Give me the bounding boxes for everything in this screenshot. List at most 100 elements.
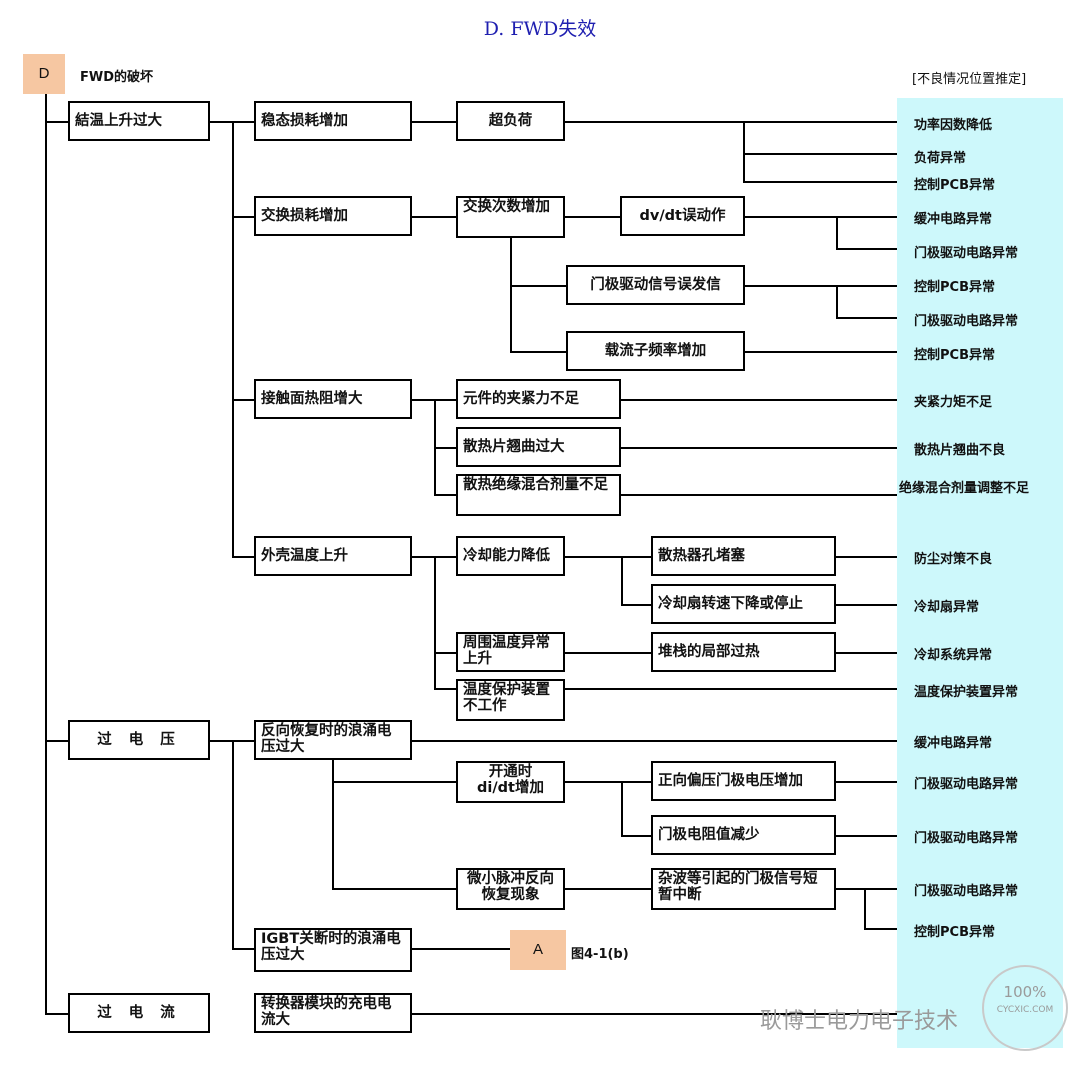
connector xyxy=(836,604,897,606)
box-gate-resistance-decrease: 门极电阻值减少 xyxy=(651,815,836,855)
box-compound-insufficient: 散热绝缘混合剂量不足 xyxy=(456,474,621,516)
result-item: 缓冲电路异常 xyxy=(914,212,993,227)
connector xyxy=(836,556,897,558)
connector xyxy=(836,888,897,890)
figure-ref-caption: 图4-1(b) xyxy=(571,947,629,962)
right-heading: [不良情况位置推定] xyxy=(912,72,1027,87)
box-clamp-force-insufficient: 元件的夹紧力不足 xyxy=(456,379,621,419)
connector xyxy=(434,652,456,654)
box-ambient-temp-abnormal: 周围温度异常上升 xyxy=(456,632,565,672)
connector xyxy=(565,556,651,558)
connector xyxy=(565,121,897,123)
connector xyxy=(743,121,745,183)
connector xyxy=(232,121,234,558)
connector xyxy=(621,556,623,606)
box-micro-pulse-recovery: 微小脉冲反向恢复现象 xyxy=(456,868,565,910)
watermark-logo: 100% CYCXIC.COM xyxy=(982,965,1068,1051)
result-item: 防尘对策不良 xyxy=(914,552,993,567)
connector xyxy=(332,781,456,783)
connector xyxy=(836,248,897,250)
connector xyxy=(621,399,897,401)
box-dvdt-misfire: dv/dt误动作 xyxy=(620,196,745,236)
page-title: D. FWD失效 xyxy=(483,18,597,40)
box-steady-loss: 稳态损耗增加 xyxy=(254,101,412,141)
connector xyxy=(836,652,897,654)
box-overcurrent: 过 电 流 xyxy=(68,993,210,1033)
result-item: 绝缘混合剂量调整不足 xyxy=(899,481,1030,496)
connector xyxy=(434,447,456,449)
connector xyxy=(864,888,866,930)
result-item: 门极驱动电路异常 xyxy=(914,777,1019,792)
connector xyxy=(864,928,897,930)
box-contact-thermal-resistance: 接触面热阻增大 xyxy=(254,379,412,419)
connector xyxy=(745,216,897,218)
result-item: 夹紧力矩不足 xyxy=(914,395,993,410)
box-case-temp-rise: 外壳温度上升 xyxy=(254,536,412,576)
connector xyxy=(621,604,651,606)
connector xyxy=(745,351,897,353)
watermark-logo-site: CYCXIC.COM xyxy=(996,1005,1054,1015)
connector xyxy=(332,888,456,890)
result-item: 控制PCB异常 xyxy=(914,280,995,295)
box-forward-bias-gate-voltage: 正向偏压门极电压增加 xyxy=(651,761,836,801)
connector xyxy=(434,556,436,690)
result-panel xyxy=(897,98,1063,1048)
connector xyxy=(434,688,456,690)
box-heatsink-clogged: 散热器孔堵塞 xyxy=(651,536,836,576)
box-overload: 超负荷 xyxy=(456,101,565,141)
watermark-logo-number: 100% xyxy=(1003,983,1047,1001)
connector xyxy=(232,948,254,950)
box-switching-count-increase: 交换次数增加 xyxy=(456,196,565,238)
box-reverse-recovery-surge: 反向恢复时的浪涌电压过大 xyxy=(254,720,412,760)
connector xyxy=(621,781,623,837)
tag-a: A xyxy=(510,930,566,970)
connector xyxy=(621,835,651,837)
result-item: 功率因数降低 xyxy=(914,118,993,133)
result-item: 温度保护装置异常 xyxy=(914,685,1019,700)
result-item: 缓冲电路异常 xyxy=(914,736,993,751)
result-item: 冷却扇异常 xyxy=(914,600,980,615)
box-heatsink-warp: 散热片翘曲过大 xyxy=(456,427,621,467)
result-item: 控制PCB异常 xyxy=(914,925,995,940)
watermark-text: 耿博士电力电子技术 xyxy=(760,1009,959,1034)
connector xyxy=(836,781,897,783)
result-item: 散热片翘曲不良 xyxy=(914,443,1006,458)
box-converter-charge-current: 转换器模块的充电电流大 xyxy=(254,993,412,1033)
connector xyxy=(232,399,254,401)
connector xyxy=(565,781,651,783)
tag-d: D xyxy=(23,54,65,94)
connector xyxy=(565,652,651,654)
connector xyxy=(434,494,456,496)
box-noise-gate-interrupt: 杂波等引起的门极信号短暂中断 xyxy=(651,868,836,910)
result-item: 冷却系统异常 xyxy=(914,648,993,663)
connector xyxy=(565,216,620,218)
connector xyxy=(412,1013,897,1015)
connector xyxy=(232,216,254,218)
box-switching-loss: 交换损耗增加 xyxy=(254,196,412,236)
connector xyxy=(45,121,68,123)
result-item: 控制PCB异常 xyxy=(914,348,995,363)
connector xyxy=(621,447,897,449)
result-item: 门极驱动电路异常 xyxy=(914,884,1019,899)
box-turnon-didt-increase: 开通时di/dt增加 xyxy=(456,761,565,803)
connector xyxy=(743,153,897,155)
connector xyxy=(510,285,566,287)
root-label: FWD的破坏 xyxy=(80,70,154,85)
connector xyxy=(836,285,838,319)
result-item: 门极驱动电路异常 xyxy=(914,314,1019,329)
connector xyxy=(565,688,897,690)
result-item: 负荷异常 xyxy=(914,151,967,166)
box-carrier-frequency-increase: 载流子频率增加 xyxy=(566,331,745,371)
box-overvoltage: 过 电 压 xyxy=(68,720,210,760)
box-cooling-capacity-drop: 冷却能力降低 xyxy=(456,536,565,576)
connector xyxy=(412,740,897,742)
connector xyxy=(232,556,254,558)
connector xyxy=(45,740,68,742)
box-junction-temp-rise: 結温上升过大 xyxy=(68,101,210,141)
connector xyxy=(836,835,897,837)
box-gate-signal-misfire: 门极驱动信号误发信 xyxy=(566,265,745,305)
result-item: 门极驱动电路异常 xyxy=(914,246,1019,261)
result-item: 门极驱动电路异常 xyxy=(914,831,1019,846)
connector xyxy=(412,121,456,123)
